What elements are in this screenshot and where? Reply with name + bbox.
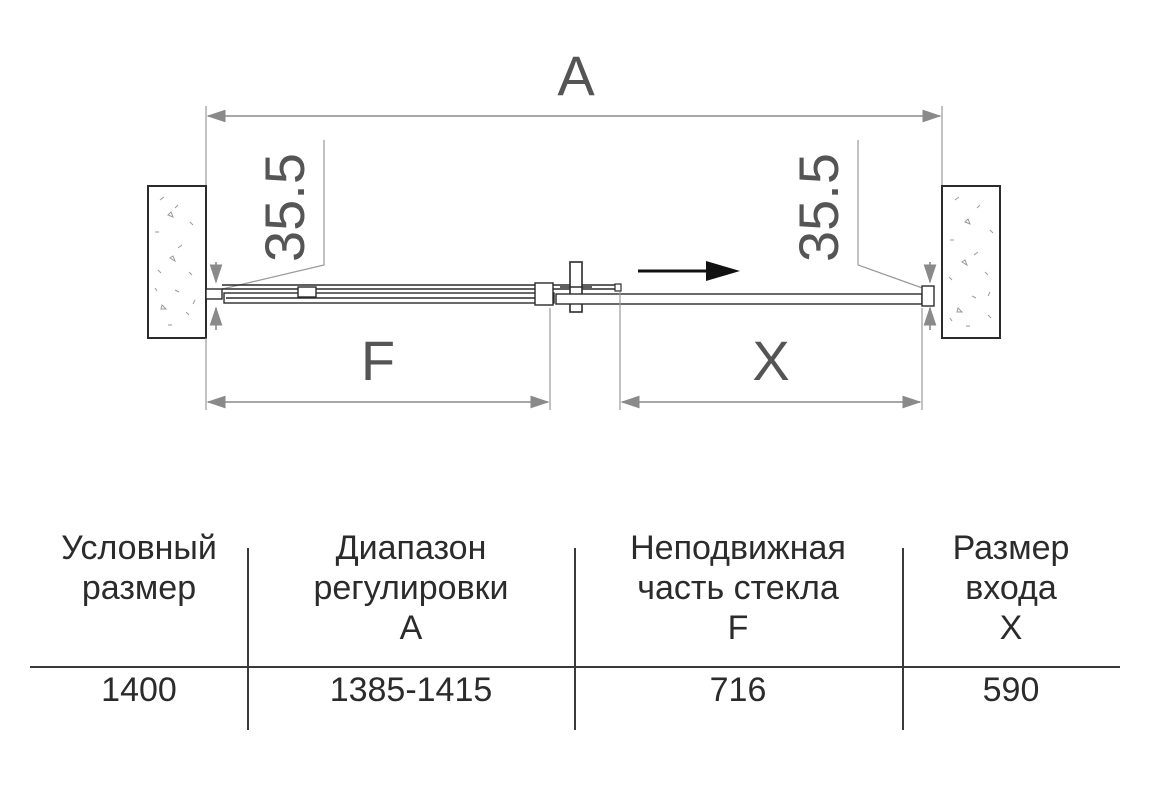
column-divider [574,548,576,730]
dimension-f-label: F [361,329,395,392]
header-line: F [727,609,749,647]
header-line: Неподвижная [630,529,846,567]
spec-table: Условный размер Диапазон регулировки A Н… [0,520,1149,760]
dimension-x: X [619,292,923,410]
shower-door-plan-drawing: A 35.5 35.5 [147,44,1001,410]
dimension-f: F [205,308,551,410]
dimension-x-label: X [752,329,789,392]
header-entrance-size: Размер входа X [902,528,1120,648]
header-fixed-glass: Неподвижная часть стекла F [574,528,902,648]
left-gap-annotation: 35.5 [209,140,325,330]
slide-direction-arrow [638,261,740,281]
header-nominal-size: Условный размер [30,528,248,608]
left-wall [147,185,207,339]
column-divider [902,548,904,730]
header-line: размер [81,569,197,607]
right-wall [941,185,1001,339]
column-divider [247,548,249,730]
right-gap-annotation: 35.5 [787,140,937,330]
right-gap-label: 35.5 [787,153,850,262]
header-line: A [399,609,423,647]
header-line: входа [965,569,1057,607]
cell-fixed-glass: 716 [709,671,767,709]
dimension-a-label: A [557,44,595,107]
dimension-a: A [205,44,943,285]
left-gap-label: 35.5 [253,153,316,262]
header-line: X [999,609,1023,647]
header-line: Размер [952,529,1070,567]
cell-adjustment-range: 1385-1415 [329,671,493,709]
header-adjustment-range: Диапазон регулировки A [248,528,574,648]
cell-nominal-size: 1400 [101,671,177,709]
header-line: Условный [61,529,217,567]
header-line: Диапазон [335,529,487,567]
cell-entrance-size: 590 [982,671,1040,709]
door-profile [205,261,935,313]
header-line: часть стекла [637,569,839,607]
header-line: регулировки [313,569,509,607]
